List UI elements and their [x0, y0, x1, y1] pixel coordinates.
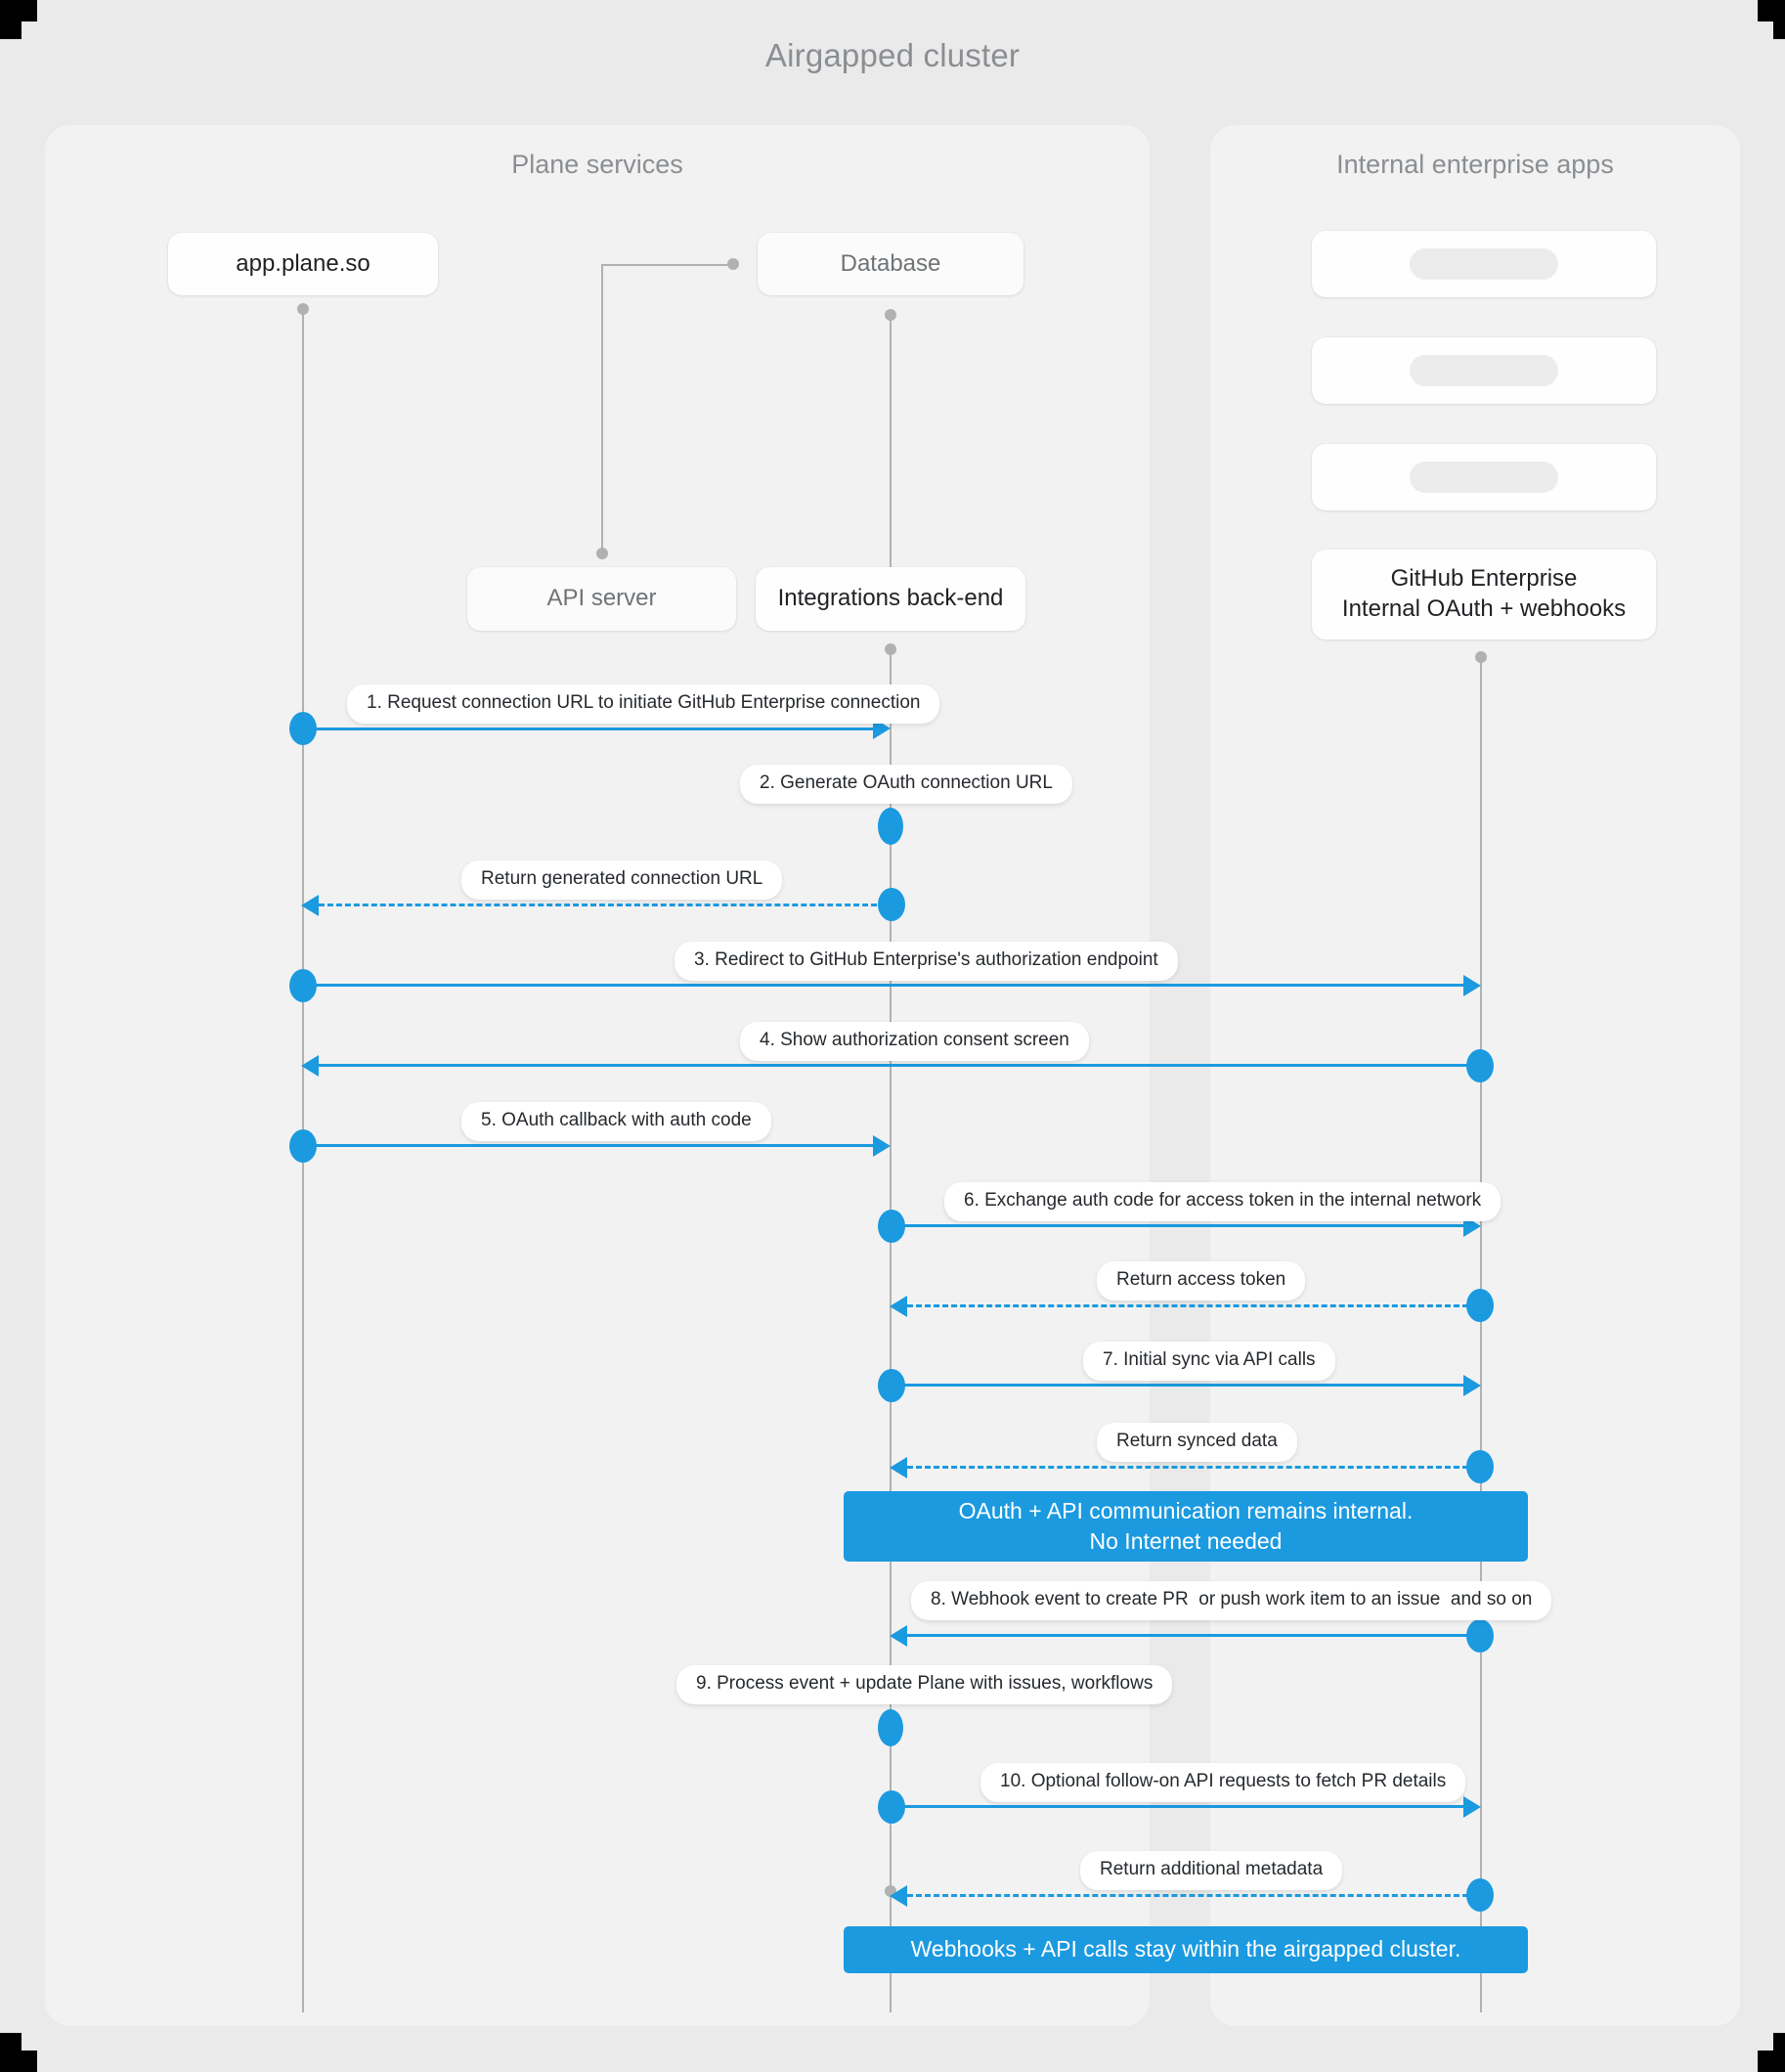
message-line-7 [892, 1224, 1466, 1227]
lifeline-github-enterprise [1480, 657, 1482, 2012]
message-label-12: 9. Process event + update Plane with iss… [676, 1665, 1173, 1704]
message-label-4: 3. Redirect to GitHub Enterprise's autho… [675, 942, 1178, 981]
lifeline-dot-integrations-backend [885, 643, 896, 655]
participant-database[interactable]: Database [758, 233, 1023, 295]
message-arrowhead-9 [1463, 1375, 1481, 1396]
message-self-dot-2 [878, 808, 903, 845]
participant-app-plane-so-label: app.plane.so [236, 249, 370, 277]
lifeline-database [890, 315, 892, 567]
message-label-8: Return access token [1097, 1261, 1306, 1301]
connector-endpoint-dot-apiserver [596, 548, 608, 559]
lifeline-dot-database [885, 309, 896, 321]
message-source-dot-13 [878, 1790, 905, 1824]
message-source-dot-3 [878, 888, 905, 921]
message-line-6 [303, 1144, 875, 1147]
message-self-dot-12 [878, 1709, 903, 1746]
message-source-dot-11 [1466, 1619, 1494, 1653]
message-line-8 [907, 1304, 1477, 1307]
crop-mark-top-left-vertical [0, 0, 22, 39]
participant-api-server[interactable]: API server [467, 567, 736, 631]
message-arrowhead-4 [1463, 975, 1481, 996]
diagram-title: Airgapped cluster [764, 37, 1021, 73]
message-arrowhead-14 [890, 1885, 907, 1907]
message-source-dot-14 [1466, 1878, 1494, 1912]
panel-internal-enterprise-apps-title: Internal enterprise apps [1336, 150, 1614, 179]
participant-integrations-backend[interactable]: Integrations back-end [756, 567, 1025, 631]
message-arrowhead-3 [301, 895, 319, 916]
message-source-dot-10 [1466, 1450, 1494, 1483]
panel-plane-services: Plane services [45, 125, 1150, 2026]
participant-api-server-label: API server [546, 585, 657, 612]
message-label-13: 10. Optional follow-on API requests to f… [980, 1763, 1466, 1802]
lifeline-integrations-backend [890, 649, 892, 2012]
message-source-dot-7 [878, 1210, 905, 1243]
participant-github-enterprise-label: GitHub Enterprise Internal OAuth + webho… [1341, 565, 1627, 622]
message-label-14: Return additional metadata [1080, 1851, 1343, 1890]
panel-plane-services-title: Plane services [511, 150, 683, 179]
participant-placeholder-2[interactable] [1312, 337, 1656, 404]
message-label-6: 5. OAuth callback with auth code [461, 1102, 771, 1141]
lifeline-dot-github-enterprise [1475, 651, 1487, 663]
participant-placeholder-3[interactable] [1312, 444, 1656, 510]
message-source-dot-8 [1466, 1289, 1494, 1322]
message-line-13 [892, 1805, 1466, 1808]
connector-apiserver-database-vertical [601, 264, 603, 553]
message-line-10 [907, 1466, 1477, 1469]
message-label-7: 6. Exchange auth code for access token i… [944, 1182, 1502, 1221]
participant-integrations-backend-label: Integrations back-end [777, 585, 1004, 612]
connector-endpoint-dot-database [727, 258, 739, 270]
message-arrowhead-6 [873, 1135, 891, 1157]
message-line-5 [319, 1064, 1477, 1067]
message-source-dot-1 [289, 712, 317, 745]
message-arrowhead-5 [301, 1055, 319, 1077]
message-line-1 [303, 727, 875, 730]
participant-database-label: Database [840, 249, 941, 277]
message-label-2: 2. Generate OAuth connection URL [740, 765, 1072, 804]
message-line-11 [907, 1634, 1477, 1637]
message-arrowhead-10 [890, 1457, 907, 1478]
message-line-4 [303, 984, 1466, 987]
crop-mark-top-right-vertical [1773, 0, 1785, 39]
message-source-dot-5 [1466, 1049, 1494, 1082]
message-source-dot-9 [878, 1369, 905, 1402]
message-label-9: 7. Initial sync via API calls [1083, 1342, 1335, 1381]
message-line-9 [892, 1384, 1466, 1387]
message-label-11: 8. Webhook event to create PR or push wo… [911, 1581, 1552, 1620]
message-label-3: Return generated connection URL [461, 860, 783, 900]
placeholder-bar-icon [1410, 248, 1558, 280]
message-arrowhead-11 [890, 1625, 907, 1647]
message-line-3 [319, 904, 886, 906]
crop-mark-bottom-right-vertical [1773, 2033, 1785, 2072]
note-webhooks-airgapped: Webhooks + API calls stay within the air… [844, 1926, 1528, 1973]
placeholder-bar-icon [1410, 355, 1558, 386]
message-source-dot-6 [289, 1129, 317, 1163]
crop-mark-bottom-left-vertical [0, 2033, 22, 2072]
connector-apiserver-database-horizontal [601, 264, 734, 266]
message-label-1: 1. Request connection URL to initiate Gi… [347, 684, 940, 724]
participant-placeholder-1[interactable] [1312, 231, 1656, 297]
message-label-10: Return synced data [1097, 1423, 1297, 1462]
message-label-5: 4. Show authorization consent screen [740, 1022, 1089, 1061]
lifeline-dot-app-plane-so [297, 303, 309, 315]
message-line-14 [907, 1894, 1477, 1897]
message-source-dot-4 [289, 969, 317, 1002]
participant-app-plane-so[interactable]: app.plane.so [168, 233, 438, 295]
participant-github-enterprise[interactable]: GitHub Enterprise Internal OAuth + webho… [1312, 550, 1656, 639]
message-arrowhead-8 [890, 1296, 907, 1317]
placeholder-bar-icon [1410, 462, 1558, 493]
note-oauth-internal: OAuth + API communication remains intern… [844, 1491, 1528, 1562]
message-arrowhead-13 [1463, 1796, 1481, 1818]
